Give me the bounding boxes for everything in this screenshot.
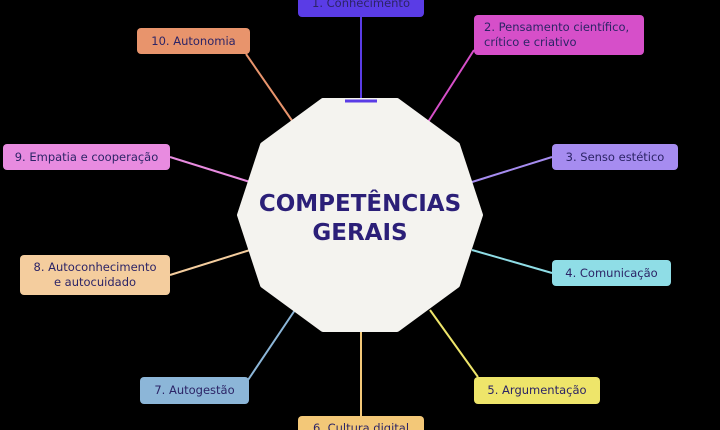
node-label: 9. Empatia e cooperação (14, 149, 159, 164)
node-label: 6. Cultura digital (312, 421, 410, 430)
node-label: 3. Senso estético (565, 149, 665, 164)
connector-3 (471, 156, 553, 183)
connector-4 (471, 249, 553, 274)
connector-10 (245, 53, 294, 123)
connector-9 (169, 156, 251, 183)
node-5[interactable]: 5. Argumentação (474, 377, 600, 404)
node-10[interactable]: 10. Autonomia (137, 28, 250, 54)
node-label: 5. Argumentação (487, 383, 587, 397)
node-1[interactable]: 1. Conhecimento (298, 0, 424, 17)
node-9[interactable]: 9. Empatia e cooperação (3, 144, 170, 170)
center-title: COMPETÊNCIAS GERAIS (240, 190, 480, 248)
node-label: 1. Conhecimento (312, 0, 410, 10)
node-label: 8. Autoconhecimento (33, 260, 157, 274)
center-title-line1: COMPETÊNCIAS (258, 191, 462, 217)
node-6[interactable]: 6. Cultura digital (298, 416, 424, 430)
node-4[interactable]: 4. Comunicação (552, 260, 671, 286)
center-title-line2: GERAIS (312, 220, 408, 246)
node-2[interactable]: 2. Pensamento científico,crítico e criat… (474, 15, 644, 55)
center-decagon (237, 98, 483, 332)
node-label: 2. Pensamento científico, (484, 20, 630, 34)
node-label: 4. Comunicação (565, 265, 658, 280)
node-label: e autocuidado (53, 275, 137, 289)
node-label: crítico e criativo (484, 35, 577, 49)
node-label: 7. Autogestão (154, 383, 235, 397)
connector-5 (429, 309, 479, 378)
node-label: 10. Autonomia (151, 33, 236, 48)
node-7[interactable]: 7. Autogestão (140, 377, 249, 404)
connector-7 (247, 309, 296, 381)
connector-8 (169, 249, 251, 276)
connector-2 (427, 49, 475, 123)
node-3[interactable]: 3. Senso estético (552, 144, 678, 170)
